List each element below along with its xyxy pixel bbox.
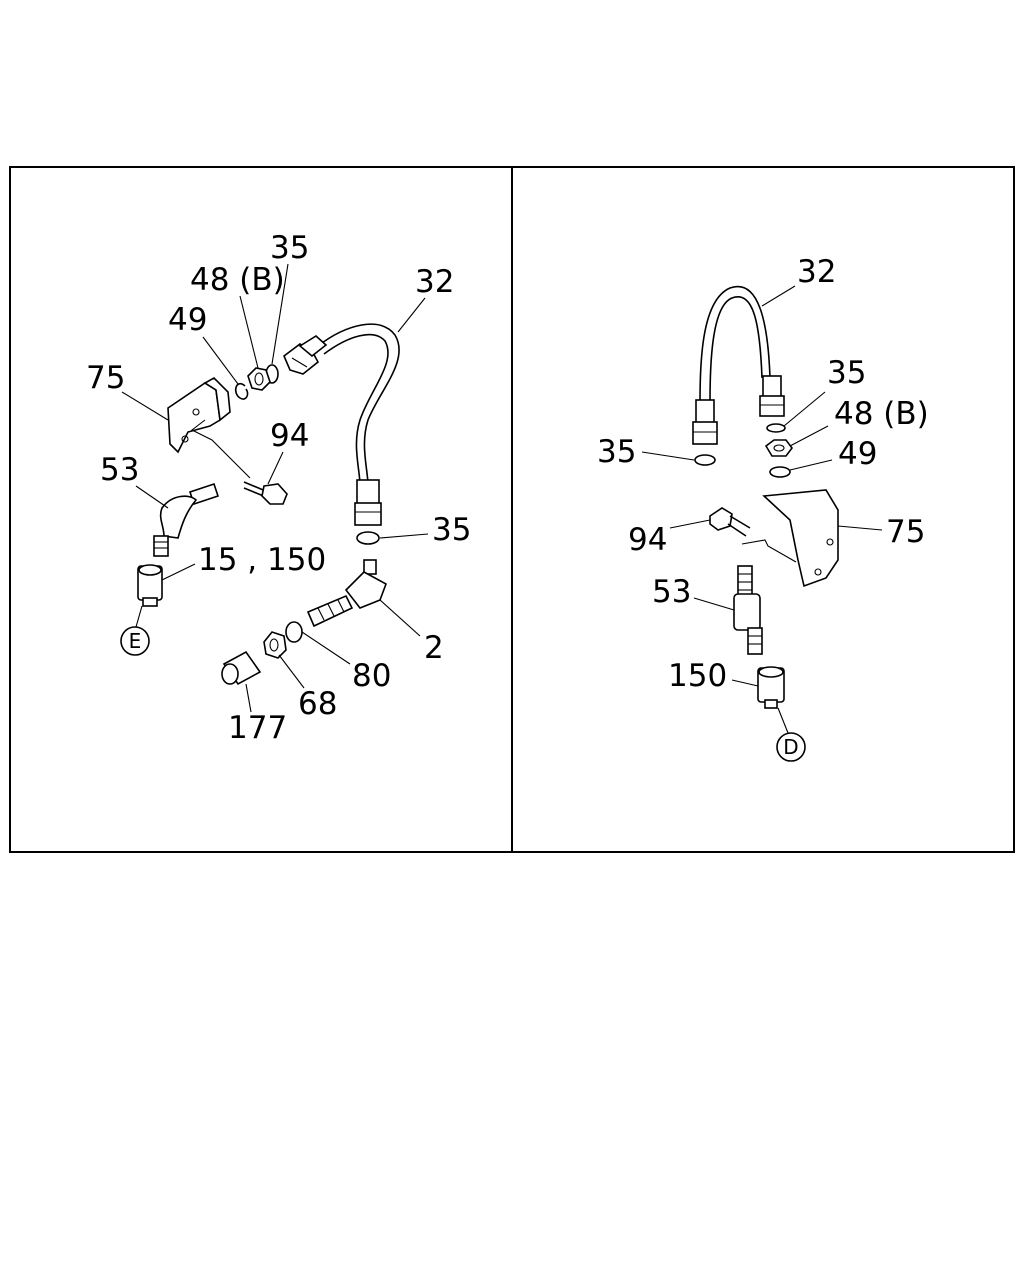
right-bolt-94 <box>709 507 751 537</box>
left-label-15-150: 15 , 150 <box>198 542 326 578</box>
left-label-35-lower: 35 <box>432 512 471 548</box>
left-label-35-top: 35 <box>270 230 309 266</box>
left-connector-177 <box>221 650 262 686</box>
right-label-49: 49 <box>838 436 877 472</box>
left-lock-washer-49 <box>234 382 249 400</box>
right-washer-35-right <box>766 423 786 433</box>
right-label-75: 75 <box>886 514 925 550</box>
right-connector-150 <box>757 666 785 709</box>
right-label-48b: 48 (B) <box>834 396 929 432</box>
left-ref-marker-circle <box>120 626 150 656</box>
right-label-32: 32 <box>797 254 836 290</box>
right-nut-48b <box>764 439 793 457</box>
right-washer-35-left <box>694 454 716 466</box>
right-label-53: 53 <box>652 574 691 610</box>
right-ref-marker-label: D <box>783 735 798 759</box>
right-hose-53 <box>733 565 763 655</box>
left-label-2: 2 <box>424 630 444 666</box>
right-label-94: 94 <box>628 522 667 558</box>
left-hose-53 <box>153 482 220 557</box>
left-label-32: 32 <box>415 264 454 300</box>
left-label-68: 68 <box>298 686 337 722</box>
left-washer-35-lower <box>356 531 380 545</box>
right-label-150: 150 <box>668 658 727 694</box>
right-pipe-32 <box>692 285 785 445</box>
left-panel: E <box>86 230 471 746</box>
left-label-94: 94 <box>270 418 309 454</box>
right-label-35-right: 35 <box>827 355 866 391</box>
left-bracket-75 <box>167 377 231 454</box>
right-label-35-left: 35 <box>597 434 636 470</box>
right-lock-washer-49 <box>769 466 791 478</box>
left-label-80: 80 <box>352 658 391 694</box>
left-connector-15-150 <box>137 564 163 607</box>
left-label-48b: 48 (B) <box>190 262 285 298</box>
right-panel: D 32 35 48 (B) 49 35 94 75 53 150 <box>597 254 929 762</box>
left-label-177: 177 <box>228 710 287 746</box>
left-label-75: 75 <box>86 360 125 396</box>
left-ref-marker-label: E <box>129 629 142 653</box>
left-label-49: 49 <box>168 302 207 338</box>
left-nut-68 <box>263 631 287 659</box>
left-nut-48b <box>247 367 271 391</box>
left-washer-80 <box>285 621 303 643</box>
left-label-53: 53 <box>100 452 139 488</box>
right-bracket-75 <box>762 489 839 588</box>
left-pipe-32 <box>283 323 400 526</box>
right-ref-marker-circle <box>776 732 806 762</box>
left-union-2 <box>306 559 387 628</box>
left-bolt-94 <box>243 481 288 505</box>
